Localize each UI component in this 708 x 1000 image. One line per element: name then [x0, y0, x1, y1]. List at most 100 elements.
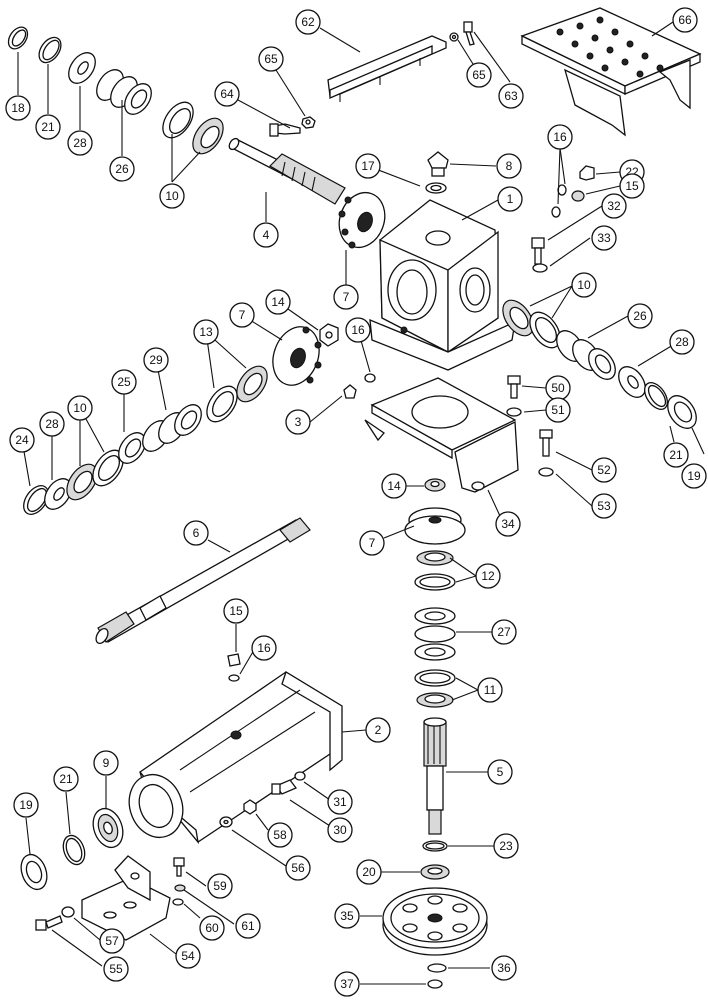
callout-5: 5: [487, 759, 513, 785]
svg-text:66: 66: [678, 13, 692, 27]
callout-54: 54: [175, 943, 201, 969]
spacer-25: [118, 432, 146, 464]
callout-10: 10: [159, 183, 185, 209]
callout-14-upper: 14: [265, 289, 291, 315]
svg-text:35: 35: [340, 909, 354, 923]
step-plate-66: [520, 7, 702, 137]
svg-text:15: 15: [625, 179, 639, 193]
plug-15-lower: [227, 653, 241, 667]
bearing-13: [206, 365, 268, 423]
snap-ring-21-lower: [62, 834, 86, 866]
svg-text:34: 34: [501, 517, 515, 531]
callout-51: 51: [545, 397, 571, 423]
washer-28-left: [44, 478, 72, 510]
svg-text:26: 26: [115, 162, 129, 176]
callout-16-top: 16: [547, 124, 573, 150]
callout-52: 52: [591, 457, 617, 483]
washer-28-top: [68, 52, 96, 84]
svg-text:62: 62: [301, 15, 315, 29]
svg-text:1: 1: [507, 192, 514, 206]
svg-text:11: 11: [484, 683, 497, 697]
callout-24: 24: [9, 427, 35, 453]
nut-65-left: [301, 116, 316, 129]
shim-stack-26-top: [96, 69, 152, 115]
callout-4: 4: [253, 222, 279, 248]
plug-3: [343, 384, 357, 399]
washer-16-top: [551, 184, 567, 218]
callout-11: 11: [477, 677, 503, 703]
callout-59: 59: [207, 873, 233, 899]
svg-text:50: 50: [551, 381, 565, 395]
svg-text:14: 14: [387, 479, 401, 493]
shield-bracket-62: [327, 35, 447, 102]
callout-50: 50: [545, 375, 571, 401]
svg-text:20: 20: [362, 865, 376, 879]
svg-text:28: 28: [73, 136, 87, 150]
nut-65-right: [449, 32, 459, 42]
callout-57: 57: [99, 928, 125, 954]
callout-7-lower: 7: [359, 530, 385, 556]
callout-15-lower: 15: [223, 598, 249, 624]
gearbox-housing-1: [369, 199, 516, 371]
bolt-32: [531, 237, 545, 265]
callout-36: 36: [491, 955, 517, 981]
lockwasher-33: [532, 263, 548, 273]
bolt-55: [35, 915, 63, 931]
svg-text:58: 58: [273, 828, 287, 842]
drop-housing-2: [128, 671, 343, 845]
svg-text:33: 33: [597, 231, 611, 245]
callout-56: 56: [285, 855, 311, 881]
bevel-gear-7-middle: [272, 326, 322, 386]
callout-8: 8: [496, 153, 522, 179]
svg-text:15: 15: [229, 604, 243, 618]
svg-text:10: 10: [577, 278, 591, 292]
callout-32: 32: [601, 193, 627, 219]
adapter-plate-34: [364, 377, 519, 493]
callout-26-right: 26: [627, 303, 653, 329]
svg-text:12: 12: [481, 569, 495, 583]
breather-8: [427, 151, 449, 177]
bolt-59: [173, 857, 185, 877]
callout-16-middle: 16: [345, 317, 371, 343]
callout-21: 21: [35, 114, 61, 140]
callout-65-right: 65: [466, 62, 492, 88]
callout-28-left: 28: [39, 411, 65, 437]
svg-text:52: 52: [597, 463, 611, 477]
callout-20: 20: [356, 859, 382, 885]
svg-text:54: 54: [181, 949, 195, 963]
callout-53: 53: [591, 493, 617, 519]
lockwasher-61: [174, 884, 186, 892]
callout-31: 31: [327, 789, 353, 815]
parts-artwork: [7, 7, 702, 989]
washer-28-right: [618, 366, 646, 398]
svg-text:28: 28: [45, 417, 59, 431]
washer-16-middle: [364, 373, 376, 383]
svg-text:7: 7: [239, 308, 246, 322]
seal-19-lower: [20, 853, 48, 891]
callout-10-right: 10: [571, 272, 597, 298]
svg-text:8: 8: [506, 159, 513, 173]
callout-30: 30: [327, 817, 353, 843]
callout-9: 9: [93, 750, 119, 776]
seal-19-right: [667, 395, 697, 429]
callout-21-right: 21: [663, 442, 689, 468]
svg-text:10: 10: [73, 401, 87, 415]
plug-22: [579, 165, 595, 181]
svg-text:6: 6: [193, 526, 200, 540]
washer-60: [172, 898, 184, 906]
callout-13: 13: [193, 319, 219, 345]
snap-ring-18: [7, 26, 29, 50]
svg-text:16: 16: [351, 323, 365, 337]
callout-66: 66: [672, 7, 698, 33]
bearing-11: [414, 669, 456, 708]
svg-text:36: 36: [497, 961, 511, 975]
svg-text:26: 26: [633, 309, 647, 323]
svg-text:7: 7: [343, 290, 350, 304]
callout-55: 55: [103, 956, 129, 982]
output-shaft-5: [423, 717, 447, 835]
spur-gear-35: [382, 887, 488, 956]
svg-text:55: 55: [109, 962, 123, 976]
callout-62: 62: [295, 9, 321, 35]
svg-text:64: 64: [220, 87, 234, 101]
